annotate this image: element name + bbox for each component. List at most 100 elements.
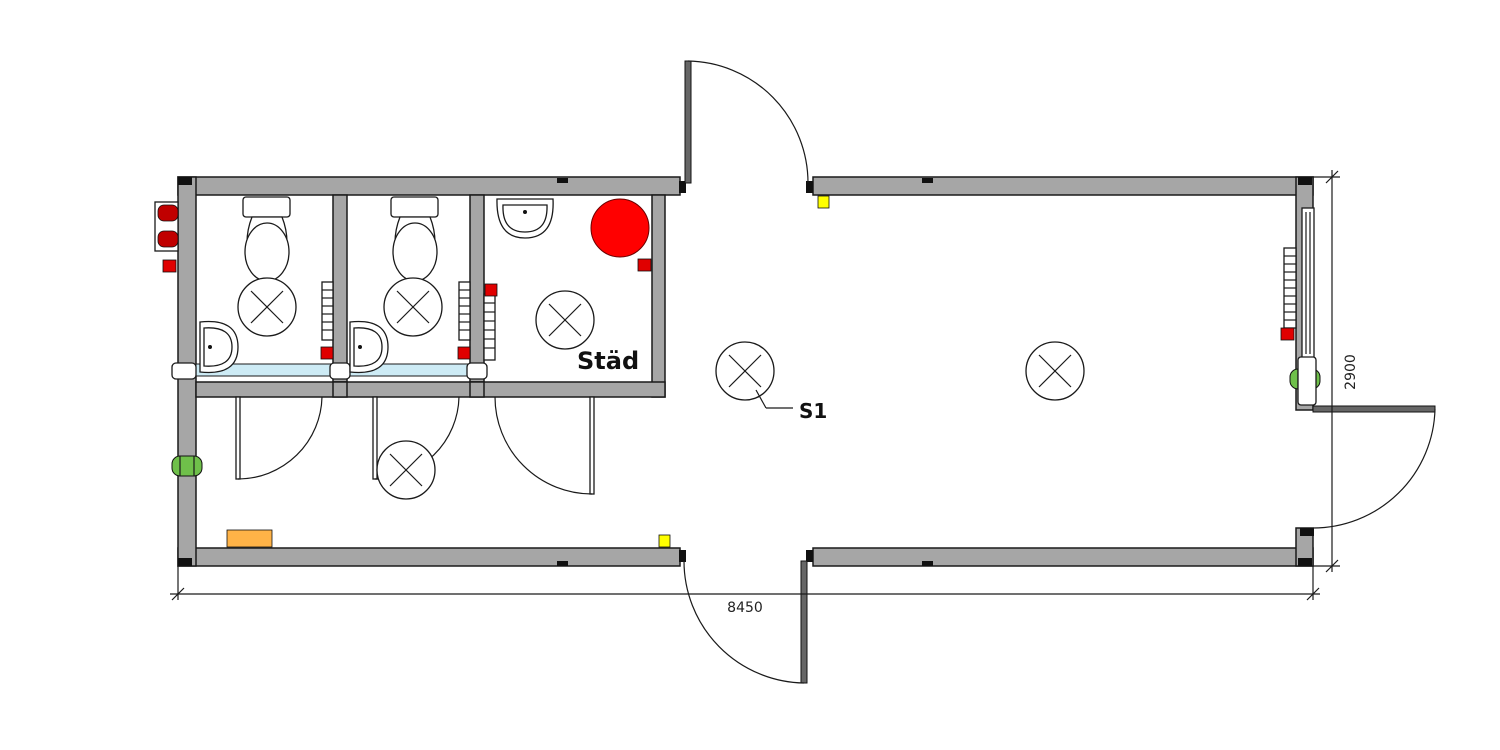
toilet-icon (242, 196, 291, 282)
washbasin-icon (349, 320, 389, 374)
basin-bowl (203, 327, 233, 367)
radiator (321, 281, 334, 341)
light-label-leader (755, 389, 767, 409)
ceiling-light-icon (376, 440, 436, 500)
ceiling-light-icon (237, 277, 297, 337)
door-stop (679, 181, 686, 193)
partition-wall-3 (651, 194, 666, 398)
room-label: Städ (577, 347, 639, 375)
ceiling-light-icon (535, 290, 595, 350)
radiator (458, 281, 471, 341)
door-stop (679, 550, 686, 562)
water-connections (154, 201, 179, 252)
light-cross (728, 354, 762, 388)
yellow-switch (658, 534, 671, 548)
red-marker (162, 259, 177, 273)
wall-bottom-left (177, 547, 681, 567)
dimension-tick (1325, 170, 1339, 184)
pipe-clamp (466, 362, 488, 380)
wall-joint (557, 561, 568, 566)
door-swing-icon (683, 560, 805, 684)
red-markers (162, 258, 1295, 360)
red-marker (637, 258, 652, 272)
bottom-entrance-door[interactable] (683, 560, 808, 684)
dimension-tick (171, 587, 185, 601)
door-leaf (372, 396, 378, 480)
door-stop (1300, 528, 1314, 536)
dimension-tick (1325, 559, 1339, 573)
red-marker (1280, 327, 1295, 341)
door-leaf (235, 396, 241, 480)
door-stop (806, 181, 813, 193)
door-swing-icon (494, 396, 593, 495)
interior-walls (195, 194, 666, 398)
cleaning-room-door[interactable] (494, 396, 595, 495)
pipe-clamp (329, 362, 351, 380)
pipe-clamp (1297, 356, 1317, 406)
door-leaf (589, 396, 595, 495)
fire-extinguisher-icon (590, 198, 650, 258)
corridor-wall-end-1 (332, 381, 348, 398)
window-frame (1301, 207, 1315, 359)
door-stop (806, 550, 813, 562)
partition-wall-2 (469, 194, 485, 383)
top-entrance-door[interactable] (684, 60, 809, 184)
green-fitting (171, 455, 203, 477)
toilet-seat (244, 222, 290, 282)
toilet-seat (392, 222, 438, 282)
red-marker (320, 346, 334, 360)
washbasin-icon (496, 198, 554, 239)
light-cross (389, 453, 423, 487)
pipe-clamp (171, 362, 197, 380)
light-cross (548, 303, 582, 337)
door-swing-icon (1312, 408, 1436, 529)
door-leaf (1312, 405, 1436, 413)
side-door[interactable] (1312, 405, 1436, 529)
toilet-tank (242, 196, 291, 218)
toilet-tank (390, 196, 439, 218)
corner-post (1298, 177, 1312, 185)
light-cross (1038, 354, 1072, 388)
corner-post (178, 558, 192, 566)
basin-bowl (353, 327, 383, 367)
corridor-wall (195, 381, 666, 398)
door-swing-icon (237, 396, 323, 480)
towel-radiator-icon (1283, 247, 1297, 329)
basin-drain (523, 210, 527, 214)
basin-bowl (502, 204, 548, 233)
towel-radiator-icon (321, 281, 334, 341)
basin-drain (358, 345, 362, 349)
wall-top-right (812, 176, 1314, 196)
corner-post (1298, 558, 1312, 566)
yellow-switch (817, 195, 830, 209)
towel-radiator-icon (483, 293, 496, 361)
wall-top-left (177, 176, 681, 196)
corner-post (178, 177, 192, 185)
ceiling-light-icon (383, 277, 443, 337)
ceiling-light-icon (1025, 341, 1085, 401)
green-fittings (171, 356, 1321, 477)
partition-wall-1 (332, 194, 348, 383)
dimension-length-label: 8450 (727, 600, 763, 616)
ceiling-light-icon (715, 341, 775, 401)
light-cross (396, 290, 430, 324)
toilet-door-1[interactable] (235, 396, 323, 480)
orange-heater (226, 529, 273, 548)
door-leaf (800, 560, 808, 684)
light-label: S1 (799, 399, 827, 423)
corner-posts (178, 177, 1314, 566)
dimension-width-label: 2900 (1343, 354, 1359, 390)
towel-radiator-icon (458, 281, 471, 341)
door-swing-icon (687, 60, 809, 184)
dimension-length: 8450 (170, 566, 1320, 616)
connection-pipe (157, 230, 179, 248)
corridor-wall-end-2 (469, 381, 485, 398)
connection-pipe (157, 204, 179, 222)
dimension-tick (1306, 587, 1320, 601)
dimension-width: 2900 (1313, 170, 1359, 573)
red-marker (484, 283, 498, 297)
door-leaf (684, 60, 692, 184)
wall-joint (557, 178, 568, 183)
red-marker (457, 346, 471, 360)
toilet-icon (390, 196, 439, 282)
